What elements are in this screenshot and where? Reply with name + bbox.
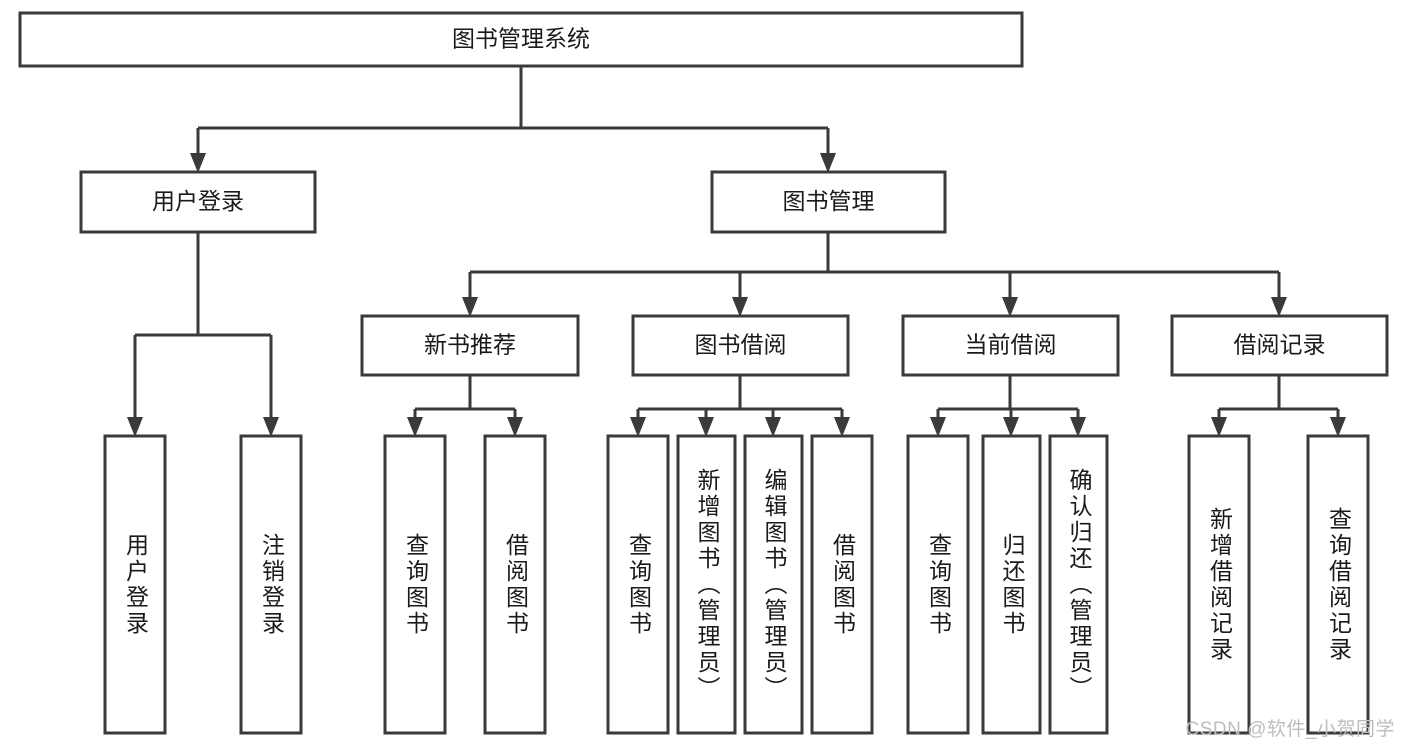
arrow-head-icon — [1070, 417, 1086, 437]
leaf-node-box-3[interactable] — [483, 434, 547, 735]
leaf-node-box-4[interactable] — [606, 434, 670, 735]
arrow-head-icon — [630, 417, 646, 437]
level2-node-label-1: 图书管理 — [783, 188, 875, 214]
level2-node-label-0: 用户登录 — [152, 188, 244, 214]
arrow-head-icon — [407, 417, 423, 437]
arrow-head-icon — [698, 417, 714, 437]
leaf-node-box-11[interactable] — [1187, 434, 1251, 735]
arrow-head-icon — [507, 417, 523, 437]
arrow-head-icon — [1003, 417, 1019, 437]
level3-node-label-3: 借阅记录 — [1234, 332, 1326, 358]
arrow-head-icon — [834, 417, 850, 437]
box-layer — [18, 11, 1389, 735]
arrow-head-icon — [127, 417, 143, 437]
leaf-node-box-6[interactable] — [743, 434, 804, 735]
arrow-head-icon — [1271, 297, 1287, 317]
level2-node-box-1[interactable] — [710, 170, 947, 234]
level2-node-box-0[interactable] — [79, 170, 317, 234]
arrow-head-icon — [732, 297, 748, 317]
level3-node-label-2: 当前借阅 — [965, 332, 1057, 358]
arrow-head-icon — [263, 417, 279, 437]
level3-node-box-0[interactable] — [360, 314, 580, 377]
arrow-head-icon — [1211, 417, 1227, 437]
arrow-head-icon — [190, 153, 206, 173]
leaf-node-box-5[interactable] — [676, 434, 737, 735]
level3-node-box-1[interactable] — [631, 314, 850, 377]
leaf-node-box-0[interactable] — [103, 434, 167, 735]
leaf-node-box-1[interactable] — [239, 434, 303, 735]
watermark: CSDN @软件_小贺同学 — [1185, 719, 1395, 740]
level3-node-label-1: 图书借阅 — [695, 332, 787, 358]
arrow-head-icon — [1330, 417, 1346, 437]
leaf-node-box-12[interactable] — [1306, 434, 1370, 735]
level3-node-box-3[interactable] — [1170, 314, 1389, 377]
arrow-head-icon — [1002, 297, 1018, 317]
arrow-head-icon — [462, 297, 478, 317]
arrow-head-icon — [820, 153, 836, 173]
root-node-box[interactable] — [18, 11, 1024, 68]
level3-node-label-0: 新书推荐 — [424, 332, 516, 358]
arrow-head-icon — [930, 417, 946, 437]
root-node-label: 图书管理系统 — [452, 26, 590, 52]
leaf-node-box-7[interactable] — [810, 434, 874, 735]
level3-node-box-2[interactable] — [901, 314, 1120, 377]
arrow-head-icon — [765, 417, 781, 437]
leaf-node-box-9[interactable] — [981, 434, 1042, 735]
leaf-node-box-2[interactable] — [383, 434, 447, 735]
leaf-node-box-8[interactable] — [906, 434, 970, 735]
leaf-node-box-10[interactable] — [1048, 434, 1109, 735]
connector-layer — [127, 66, 1346, 437]
